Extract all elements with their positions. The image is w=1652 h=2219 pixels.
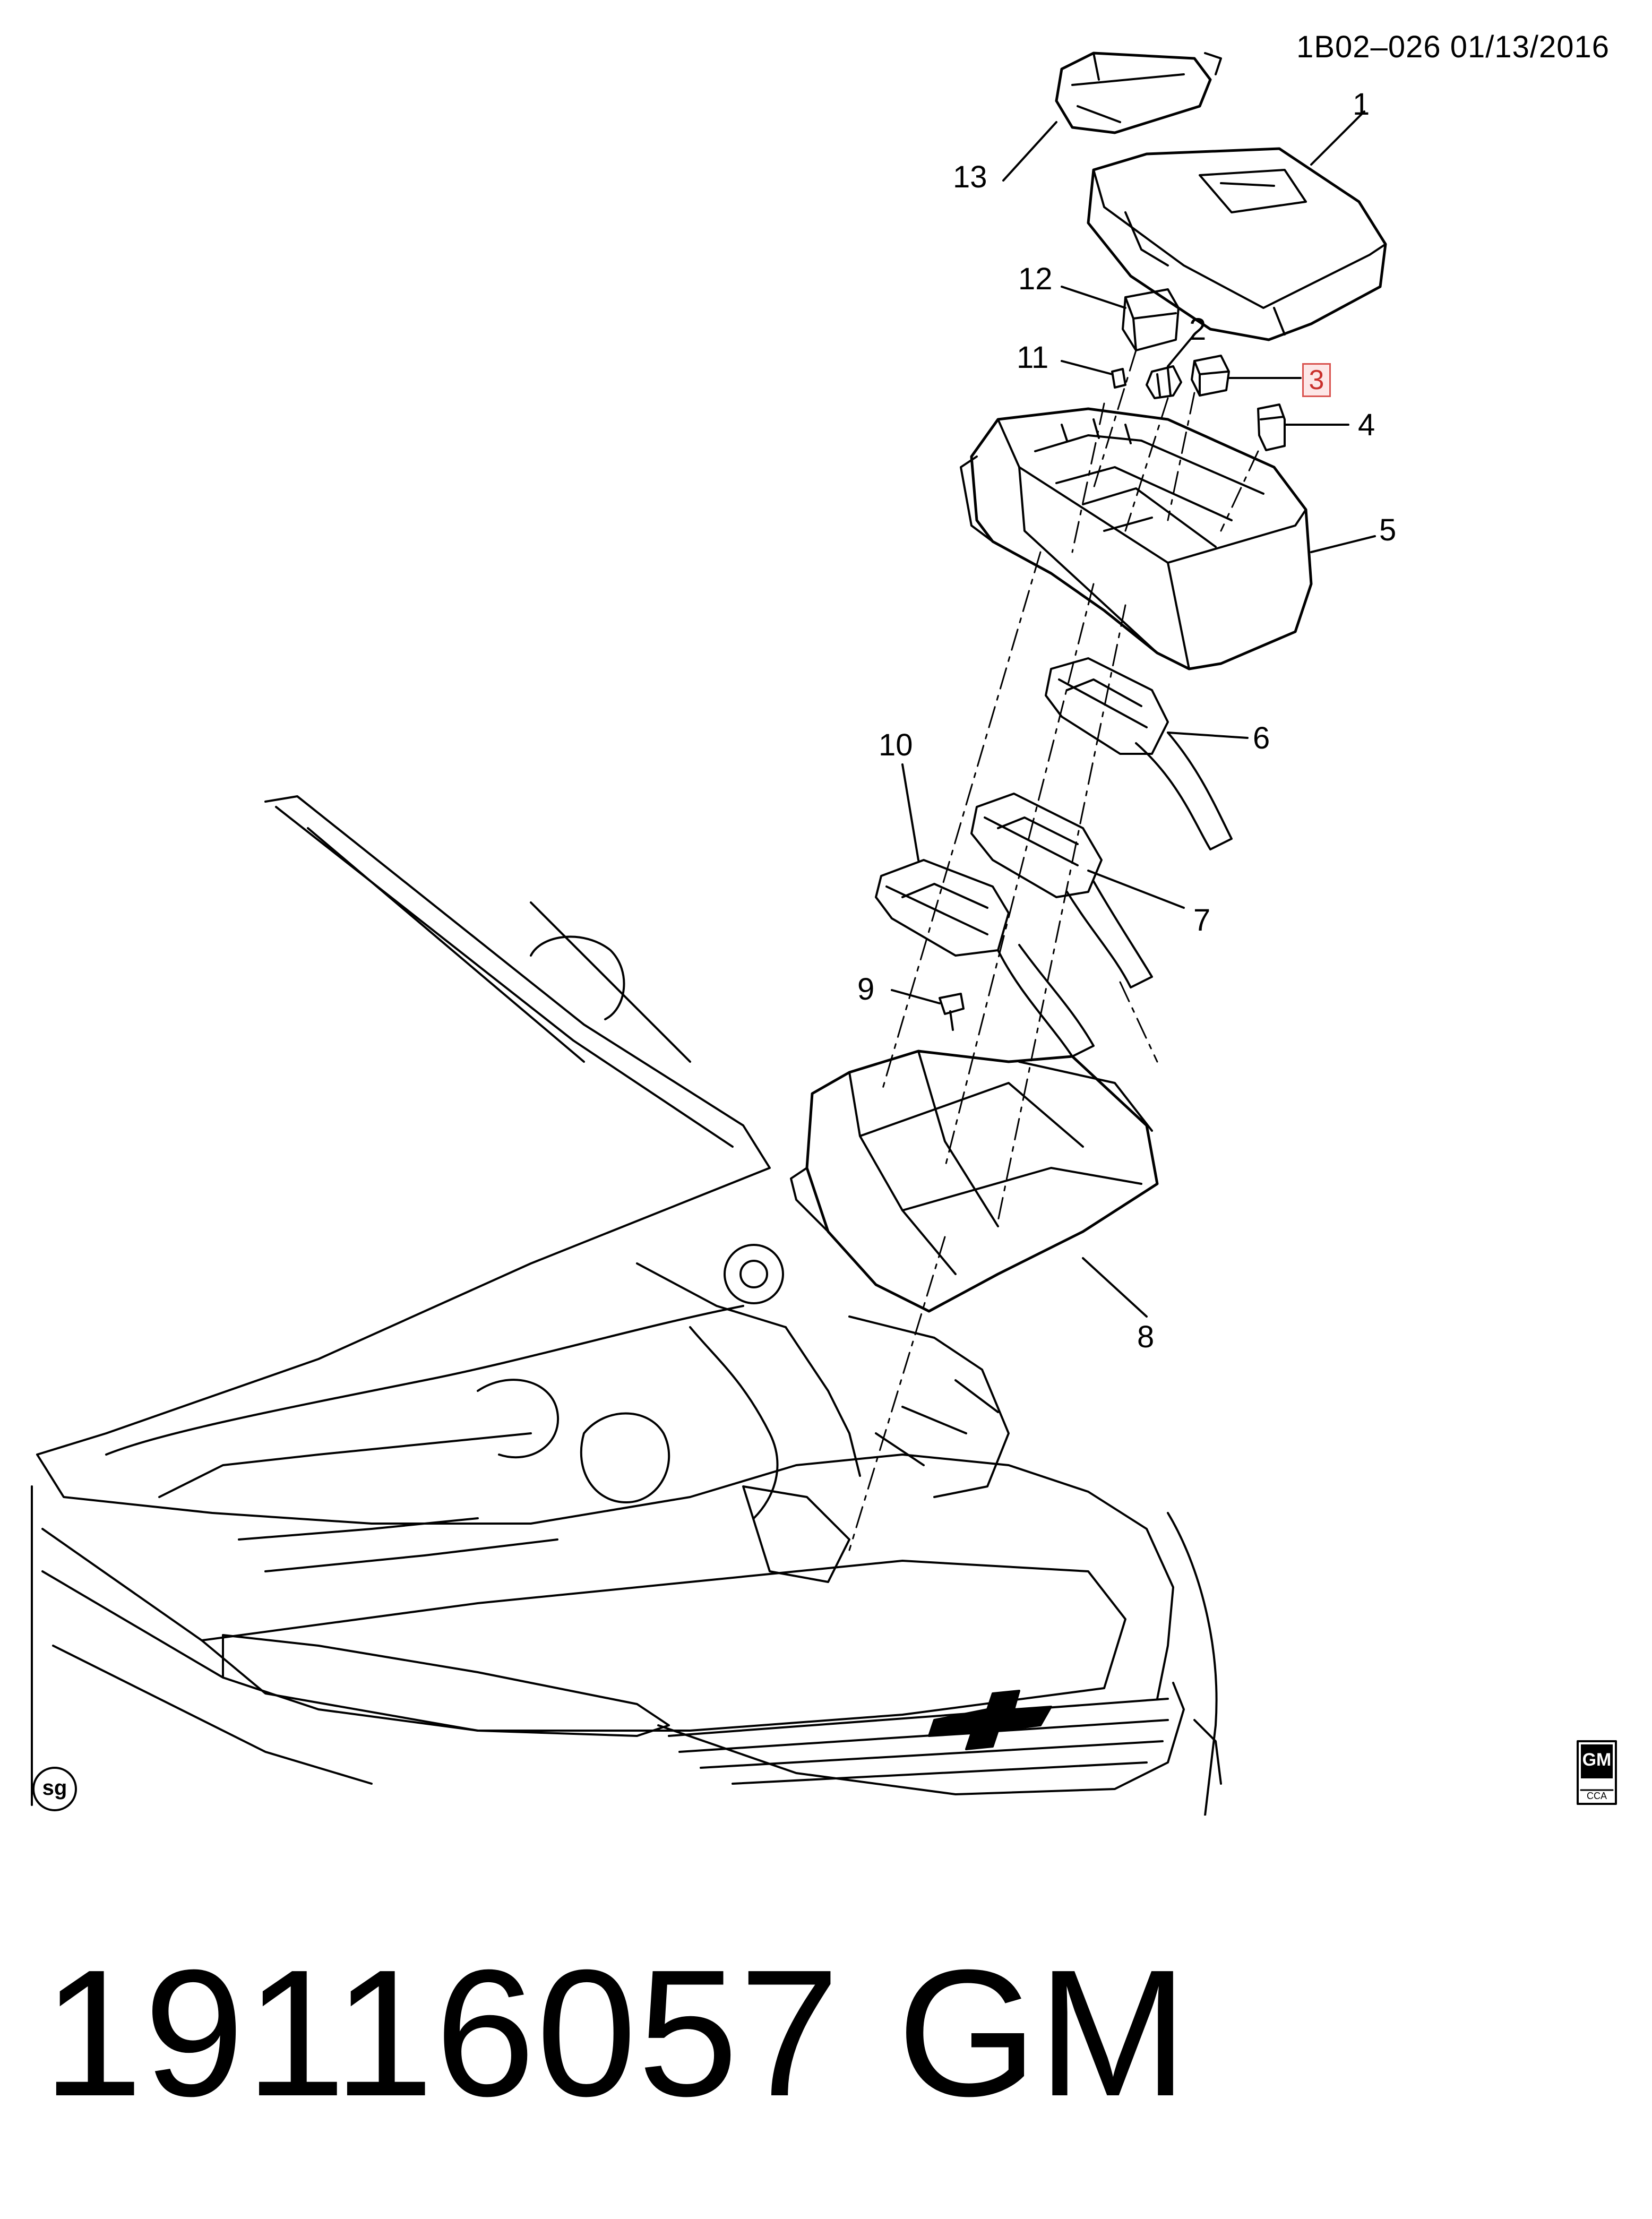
assembly-alignment-lines [848,349,1259,1551]
fuse-block-exploded-diagram [31,51,1617,1816]
part-8-tray-bracket [790,1050,1159,1313]
part-6-connector [1045,657,1233,850]
leader-line-12 [1061,286,1126,309]
leader-line-10 [901,763,919,861]
callout-1: 1 [1353,87,1370,122]
part-3-relay [1191,355,1230,397]
part-10-connector [875,859,1095,1057]
gm-badge-subtext: CCA [1586,1791,1607,1801]
brand-label: GM [897,1932,1188,2134]
leader-line-5 [1310,535,1376,553]
chevrolet-bowtie-icon [928,1690,1052,1750]
callout-8: 8 [1137,1320,1155,1354]
sg-logo [32,1767,77,1811]
callout-10: 10 [879,728,913,762]
part-11-mini-fuse [1111,368,1126,389]
part-number: 19116057 [42,1932,841,2134]
callout-4: 4 [1358,408,1375,442]
vehicle-engine-compartment [31,795,1222,1816]
part-4-fuse [1257,403,1286,451]
gm-badge-text: GM [1582,1750,1612,1770]
part-12-relay [1122,288,1180,351]
callout-6: 6 [1253,721,1270,755]
callout-2: 2 [1189,312,1207,347]
sg-logo-text: sg [42,1776,67,1800]
part-9-bolt [939,993,965,1031]
leader-line-1 [1310,110,1365,166]
callout-5: 5 [1379,513,1397,547]
part-1-fuse-block-cover [1087,147,1387,341]
leader-line-7 [1087,870,1185,909]
part-13-cover-clip [1055,51,1222,134]
leader-line-8 [1082,1257,1148,1318]
callout-7: 7 [1193,903,1211,938]
callout-11: 11 [1017,340,1049,375]
gm-cca-badge [1577,1740,1617,1805]
part-2-fuse [1146,365,1182,399]
leader-line-9 [891,989,941,1004]
leader-line-6 [1167,732,1249,739]
part-5-fuse-block [960,407,1313,670]
diagram-code-date: 1B02–026 01/13/2016 [1296,30,1610,64]
leader-line-2 [1167,333,1195,367]
callout-9: 9 [857,972,875,1007]
leader-line-13 [1002,121,1057,182]
callout-3-highlighted: 3 [1302,363,1331,397]
leader-line-11 [1061,360,1113,375]
callout-13: 13 [953,160,987,194]
callout-12: 12 [1018,262,1053,296]
part-7-connector [970,793,1153,988]
